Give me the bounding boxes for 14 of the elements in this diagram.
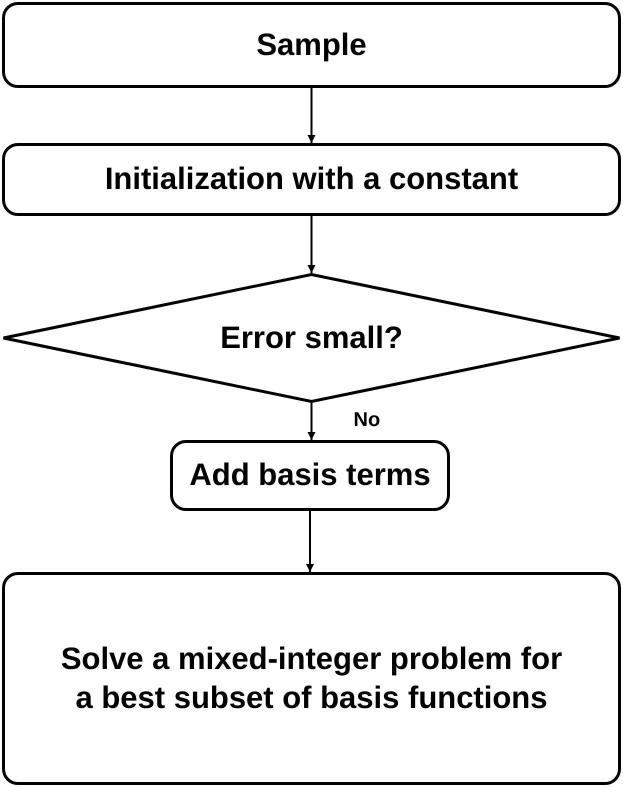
decision-diamond — [2, 273, 621, 403]
step-text: Error small? — [220, 318, 403, 357]
step-text: Sample — [256, 26, 367, 64]
step-text: Add basis terms — [189, 456, 431, 494]
arrow — [306, 511, 314, 572]
process-box — [170, 440, 450, 511]
step-text: Solve a mixed-integer problem for a best subset of basis functions — [60, 640, 564, 716]
step-text: Initialization with a constant — [104, 160, 518, 198]
process-box — [2, 572, 621, 785]
process-box — [2, 2, 621, 88]
arrow — [308, 216, 316, 273]
arrow — [308, 403, 316, 440]
arrow — [308, 88, 316, 143]
process-box — [2, 143, 621, 216]
